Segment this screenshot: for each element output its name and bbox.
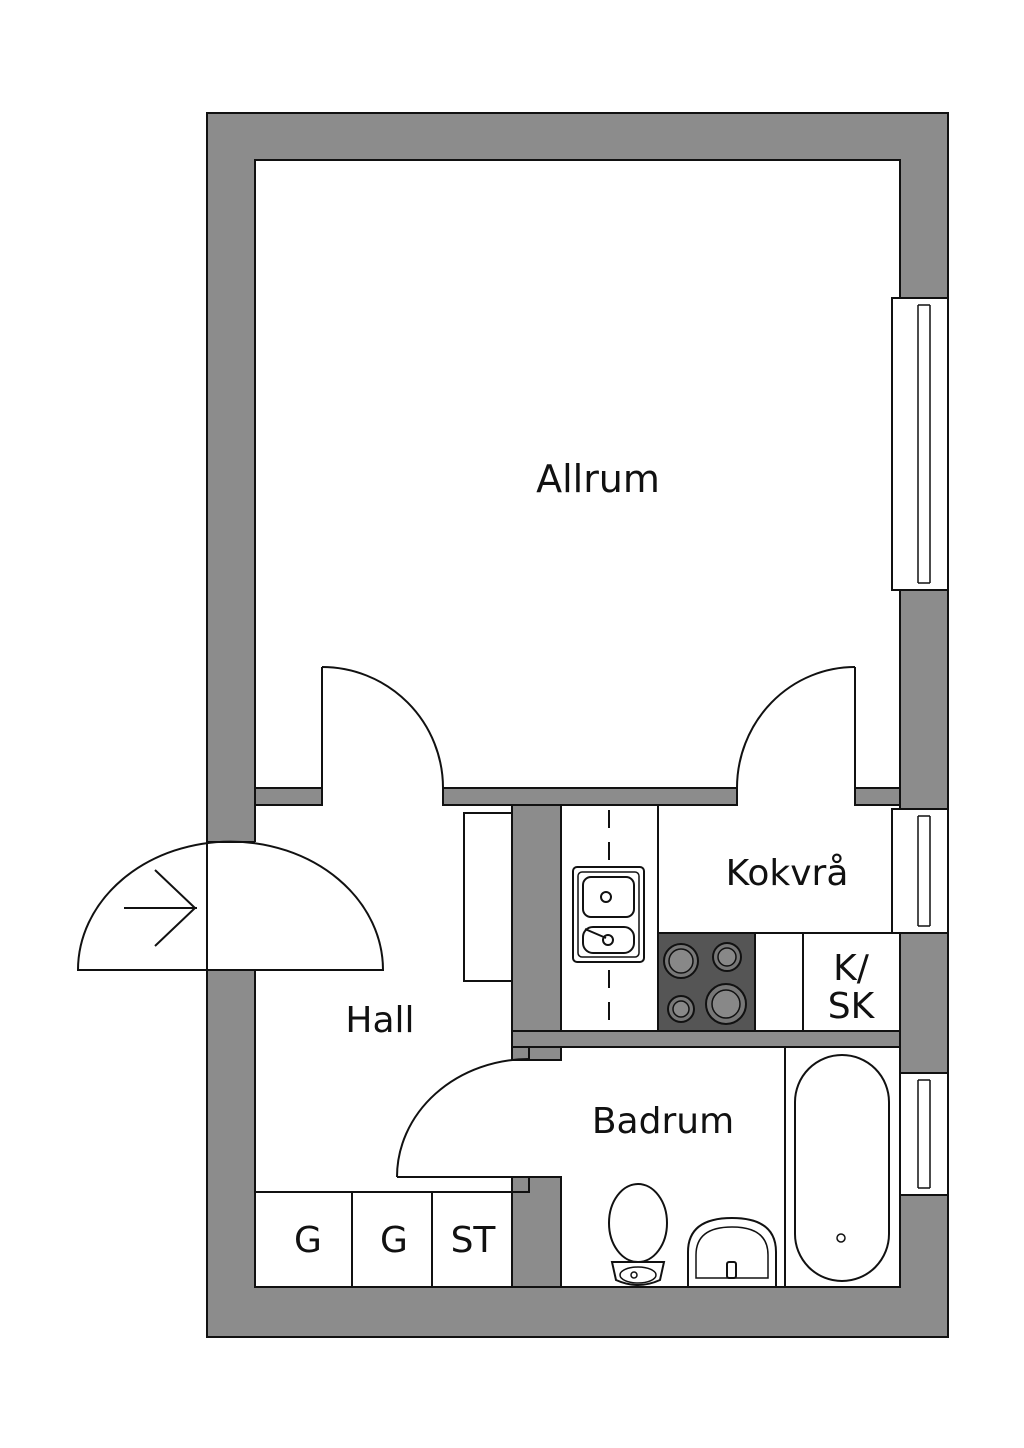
room-label-badrum: Badrum bbox=[592, 1101, 734, 1142]
wall-hall-bathroom-lower-cap bbox=[511, 1176, 530, 1193]
entrance-door bbox=[76, 840, 385, 971]
label-closet-3: ST bbox=[451, 1220, 497, 1261]
room-label-hall: Hall bbox=[345, 1000, 414, 1041]
hall-closets bbox=[254, 1191, 513, 1288]
wall-allrum-hall-mid bbox=[442, 787, 738, 806]
wall-hall-bathroom-lower bbox=[511, 1176, 562, 1288]
toilet bbox=[608, 1183, 668, 1286]
wall-kitchen-bathroom bbox=[511, 1030, 901, 1048]
door-kitchen-allrum bbox=[736, 666, 856, 805]
wall-allrum-kitchen-right bbox=[854, 787, 901, 806]
label-closet-2: G bbox=[380, 1220, 408, 1261]
hall-shelf bbox=[463, 812, 513, 982]
label-fridge-line1: K/ bbox=[833, 948, 870, 989]
window-allrum bbox=[891, 297, 949, 591]
door-hall-allrum bbox=[321, 666, 444, 805]
stove bbox=[657, 932, 756, 1032]
room-label-allrum: Allrum bbox=[536, 457, 660, 501]
door-bathroom bbox=[396, 1047, 530, 1178]
wall-hall-kitchen bbox=[511, 804, 562, 1061]
room-label-kokvra: Kokvrå bbox=[726, 853, 849, 894]
washbasin bbox=[687, 1216, 777, 1288]
wall-allrum-hall-left bbox=[254, 787, 323, 806]
entrance-arrow-icon bbox=[124, 869, 197, 947]
label-closet-1: G bbox=[294, 1220, 322, 1261]
kitchen-sink bbox=[572, 866, 645, 963]
entrance-opening bbox=[206, 842, 256, 970]
bathtub bbox=[784, 1046, 901, 1288]
window-kitchen bbox=[891, 808, 949, 934]
label-fridge-line2: SK bbox=[828, 986, 876, 1027]
